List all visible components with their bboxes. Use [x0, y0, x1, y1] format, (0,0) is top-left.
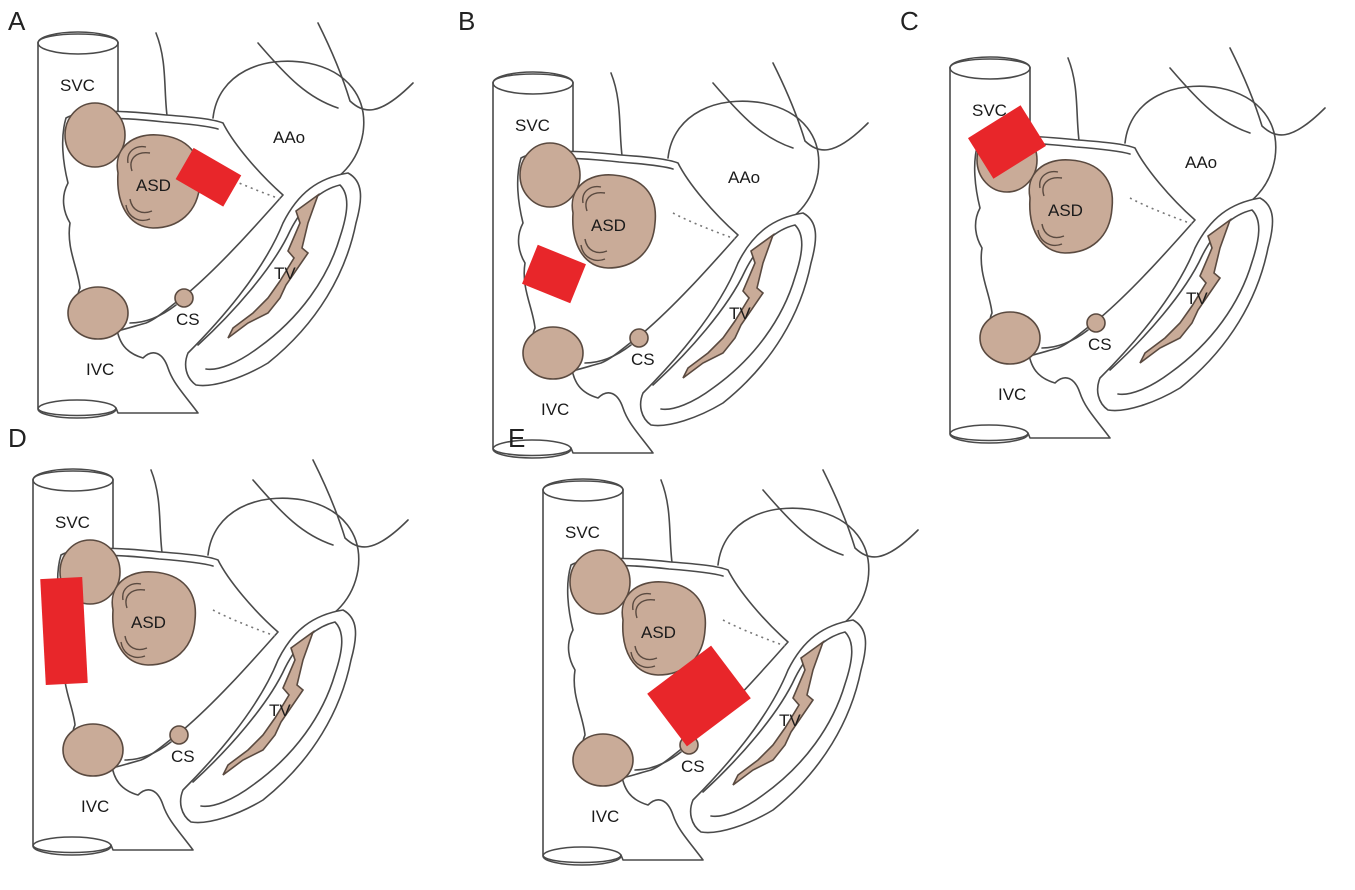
- inferior-rim: [523, 327, 583, 379]
- highlight-marker: [40, 577, 87, 685]
- upper-vessel-line: [611, 73, 623, 163]
- label-tv: TV: [1186, 289, 1208, 308]
- label-asd: ASD: [641, 623, 676, 642]
- upper-vessel-line: [151, 470, 163, 560]
- coronary-sinus: [630, 329, 648, 347]
- heart-diagram: SVC AAo ASD CS TV IVC: [473, 63, 913, 483]
- far-right-line: [823, 470, 918, 557]
- label-ivc: IVC: [81, 797, 109, 816]
- diagram-panel-e: E: [508, 425, 948, 845]
- heart-diagram: SVC ASD CS TV IVC: [13, 460, 453, 880]
- diagram-panel-a: A: [8, 8, 448, 428]
- diagram-panel-b: B: [458, 8, 898, 428]
- label-ivc: IVC: [86, 360, 114, 379]
- label-tv: TV: [729, 304, 751, 323]
- far-right-line: [773, 63, 868, 150]
- upper-vessel-line: [156, 33, 168, 123]
- coronary-sinus: [175, 289, 193, 307]
- label-cs: CS: [631, 350, 655, 369]
- panel-letter: E: [508, 425, 525, 451]
- far-right-line: [318, 23, 413, 110]
- label-asd: ASD: [136, 176, 171, 195]
- label-aao: AAo: [273, 128, 305, 147]
- heart-diagram: SVC ASD CS TV IVC: [523, 470, 963, 890]
- superior-rim: [65, 103, 125, 167]
- superior-rim: [520, 143, 580, 207]
- label-cs: CS: [1088, 335, 1112, 354]
- label-svc: SVC: [515, 116, 550, 135]
- diagram-panel-d: D: [8, 425, 448, 845]
- upper-vessel-line: [1068, 58, 1080, 148]
- label-cs: CS: [171, 747, 195, 766]
- label-cs: CS: [176, 310, 200, 329]
- panel-letter: D: [8, 425, 27, 451]
- coronary-sinus: [1087, 314, 1105, 332]
- label-aao: AAo: [1185, 153, 1217, 172]
- inferior-rim: [980, 312, 1040, 364]
- far-right-line: [313, 460, 408, 547]
- label-tv: TV: [269, 701, 291, 720]
- panel-letter: C: [900, 8, 919, 34]
- inferior-rim: [68, 287, 128, 339]
- label-aao: AAo: [728, 168, 760, 187]
- diagram-panel-c: C: [900, 8, 1340, 428]
- label-ivc: IVC: [591, 807, 619, 826]
- label-ivc: IVC: [541, 400, 569, 419]
- far-right-line: [1230, 48, 1325, 135]
- label-ivc: IVC: [998, 385, 1026, 404]
- upper-right-line: [713, 83, 793, 148]
- label-svc: SVC: [972, 101, 1007, 120]
- upper-vessel-line: [661, 480, 673, 570]
- label-cs: CS: [681, 757, 705, 776]
- label-asd: ASD: [1048, 201, 1083, 220]
- label-tv: TV: [779, 711, 801, 730]
- coronary-sinus: [170, 726, 188, 744]
- panel-letter: B: [458, 8, 475, 34]
- label-asd: ASD: [131, 613, 166, 632]
- label-tv: TV: [274, 264, 296, 283]
- label-svc: SVC: [55, 513, 90, 532]
- heart-diagram: SVC AAo ASD CS TV IVC: [930, 48, 1355, 468]
- heart-diagram: SVC AAo ASD CS TV IVC: [18, 23, 458, 443]
- inferior-rim: [573, 734, 633, 786]
- superior-rim: [570, 550, 630, 614]
- label-svc: SVC: [60, 76, 95, 95]
- upper-right-line: [1170, 68, 1250, 133]
- inferior-rim: [63, 724, 123, 776]
- upper-right-line: [258, 43, 338, 108]
- upper-right-line: [763, 490, 843, 555]
- upper-right-line: [253, 480, 333, 545]
- label-asd: ASD: [591, 216, 626, 235]
- label-svc: SVC: [565, 523, 600, 542]
